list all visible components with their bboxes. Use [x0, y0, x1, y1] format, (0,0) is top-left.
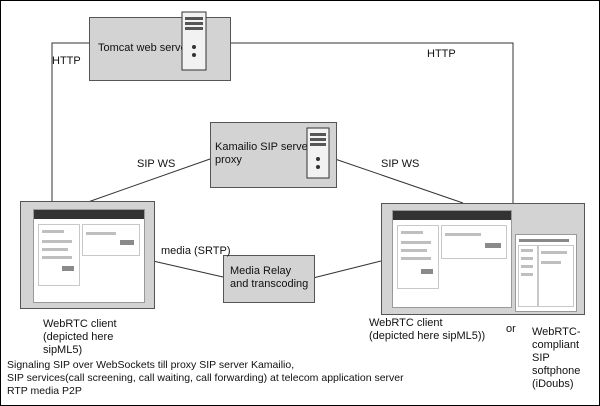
- client-right-node: [381, 203, 585, 315]
- client-right-label: WebRTC client (depicted here sipML5)): [369, 317, 486, 342]
- note-line: Signaling SIP over WebSockets till proxy…: [7, 359, 295, 371]
- media-relay-node: Media Relay and transcoding: [223, 255, 315, 303]
- notes-block: Signaling SIP over WebSockets till proxy…: [7, 359, 404, 398]
- kamailio-label: Kamailio SIP server as proxy: [215, 141, 327, 166]
- server-tower-icon: [181, 11, 207, 71]
- sipws-left-label: SIP WS: [137, 158, 176, 170]
- media-right-line: [312, 260, 382, 279]
- sipws-left-line: [87, 158, 211, 203]
- http-left-label: HTTP: [52, 55, 81, 67]
- note-line: SIP services(call screening, call waitin…: [7, 372, 404, 384]
- http-right-label: HTTP: [427, 48, 456, 60]
- server-tower-icon: [306, 127, 330, 179]
- sipws-right-label: SIP WS: [381, 158, 420, 170]
- http-right-line: [229, 42, 514, 203]
- client-left-node: [20, 201, 155, 309]
- browser-screenshot-icon: [392, 210, 512, 308]
- tomcat-label: Tomcat web server: [98, 42, 191, 54]
- softphone-label: WebRTC-compliant SIP softphone (iDoubs): [532, 326, 581, 390]
- media-left-line: [152, 260, 224, 278]
- phone-screenshot-icon: [515, 234, 577, 312]
- note-line: RTP media P2P: [7, 385, 82, 397]
- or-label: or: [506, 323, 516, 335]
- sipws-right-line: [334, 158, 464, 204]
- http-left-line: [51, 42, 89, 201]
- browser-screenshot-icon: [33, 209, 145, 303]
- client-left-label: WebRTC client (depicted here sipML5): [43, 318, 117, 356]
- media-label: media (SRTP): [161, 245, 231, 257]
- tomcat-node: Tomcat web server: [89, 17, 231, 81]
- media-relay-label: Media Relay and transcoding: [230, 265, 309, 290]
